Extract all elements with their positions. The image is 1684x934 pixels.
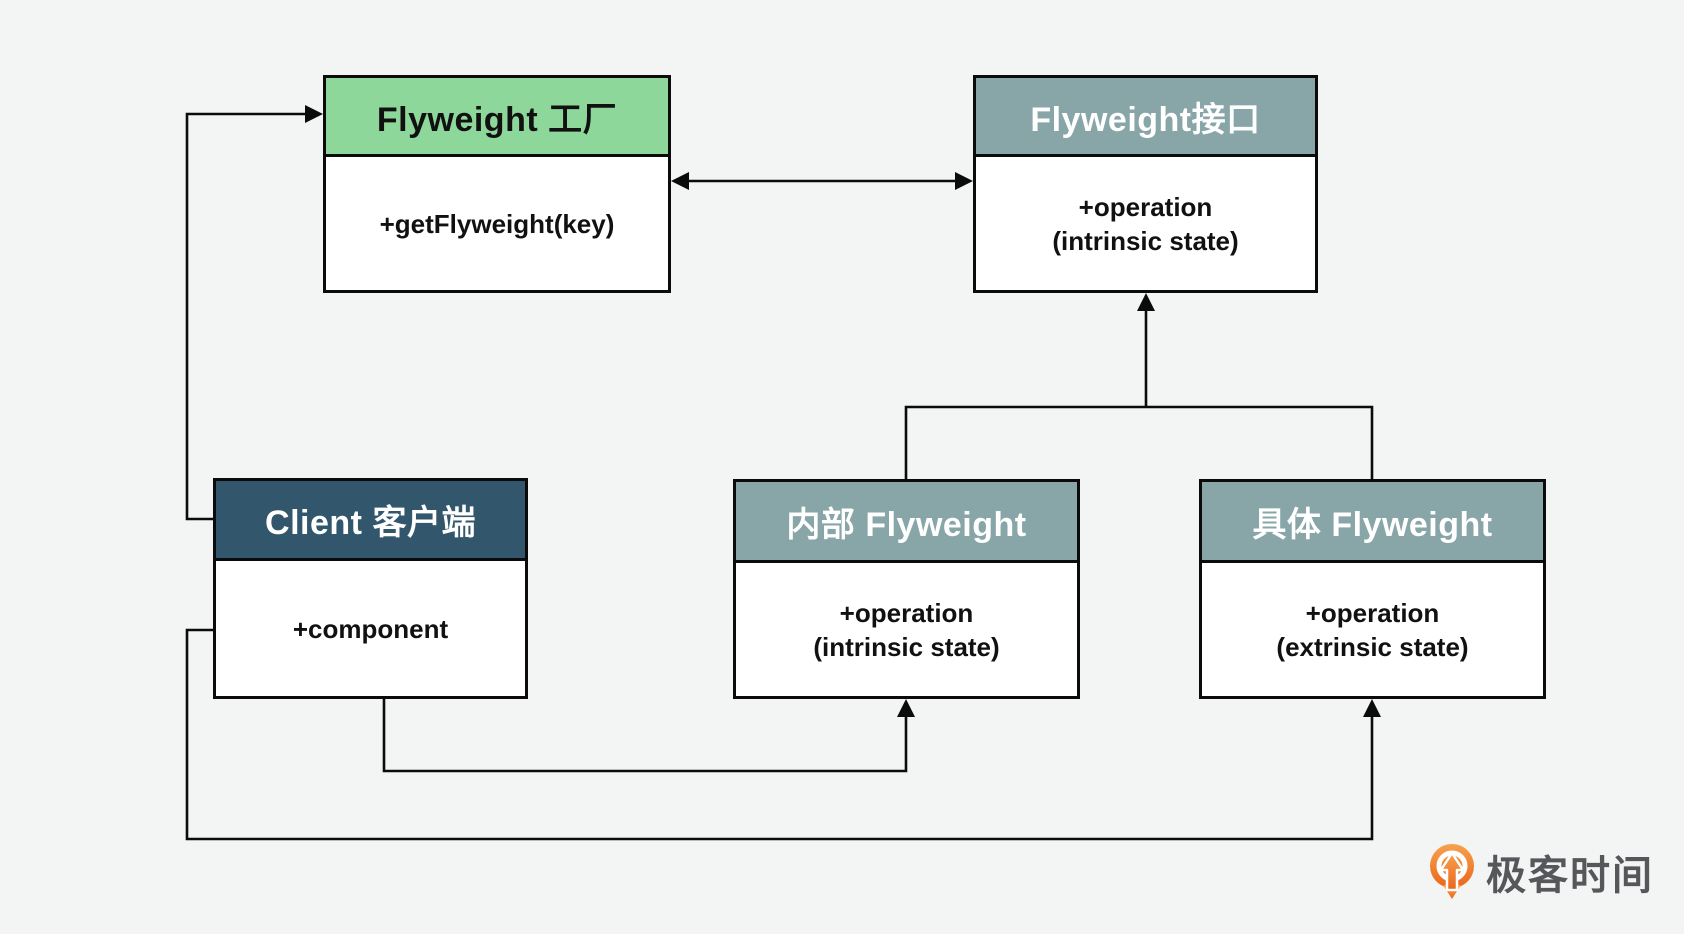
arrowhead-into-interface-bottom xyxy=(1137,293,1155,311)
class-box-flyweight-interface: Flyweight接口 +operation (intrinsic state) xyxy=(973,75,1318,293)
arrowhead-into-concrete-bottom xyxy=(1363,699,1381,717)
class-box-inner-flyweight: 内部 Flyweight +operation (intrinsic state… xyxy=(733,479,1080,699)
connector-client-to-concrete xyxy=(185,628,1374,841)
inner-flyweight-state: (intrinsic state) xyxy=(813,631,1000,662)
geektime-logo: 极客时间 xyxy=(1428,842,1658,902)
inner-flyweight-method: +operation xyxy=(839,597,974,628)
class-box-client: Client 客户端 +component xyxy=(213,478,528,699)
class-box-concrete-flyweight: 具体 Flyweight +operation (extrinsic state… xyxy=(1199,479,1546,699)
inner-flyweight-header: 内部 Flyweight xyxy=(736,482,1077,563)
concrete-flyweight-state: (extrinsic state) xyxy=(1276,631,1469,662)
geektime-logo-text: 极客时间 xyxy=(1486,854,1654,898)
client-title: Client 客户端 xyxy=(265,504,476,542)
connector-client-to-factory xyxy=(185,112,309,521)
inner-flyweight-body: +operation (intrinsic state) xyxy=(736,563,1077,696)
client-member: +component xyxy=(292,613,449,644)
flyweight-interface-state: (intrinsic state) xyxy=(1052,225,1239,256)
flyweight-interface-title: Flyweight接口 xyxy=(1030,100,1261,139)
flyweight-interface-method: +operation xyxy=(1078,191,1213,222)
concrete-flyweight-body: +operation (extrinsic state) xyxy=(1202,563,1543,696)
inner-flyweight-title: 内部 Flyweight xyxy=(786,505,1027,544)
client-body: +component xyxy=(216,561,525,696)
flyweight-factory-header: Flyweight 工厂 xyxy=(326,78,668,157)
geektime-logo-icon xyxy=(1430,844,1474,899)
flyweight-interface-header: Flyweight接口 xyxy=(976,78,1315,157)
arrowhead-into-interface-left xyxy=(955,172,973,190)
flyweight-factory-method: +getFlyweight(key) xyxy=(379,208,615,239)
arrowhead-into-inner-bottom xyxy=(897,699,915,717)
class-box-flyweight-factory: Flyweight 工厂 +getFlyweight(key) xyxy=(323,75,671,293)
flyweight-factory-body: +getFlyweight(key) xyxy=(326,157,668,290)
arrowhead-into-factory xyxy=(305,105,323,123)
arrowhead-into-factory-right xyxy=(671,172,689,190)
connector-client-to-inner xyxy=(382,699,908,773)
flyweight-factory-title: Flyweight 工厂 xyxy=(376,100,618,139)
client-header: Client 客户端 xyxy=(216,481,525,561)
flyweight-interface-body: +operation (intrinsic state) xyxy=(976,157,1315,290)
concrete-flyweight-method: +operation xyxy=(1305,597,1440,628)
concrete-flyweight-title: 具体 Flyweight xyxy=(1252,505,1493,544)
concrete-flyweight-header: 具体 Flyweight xyxy=(1202,482,1543,563)
connector-tree-bar xyxy=(904,405,1374,479)
